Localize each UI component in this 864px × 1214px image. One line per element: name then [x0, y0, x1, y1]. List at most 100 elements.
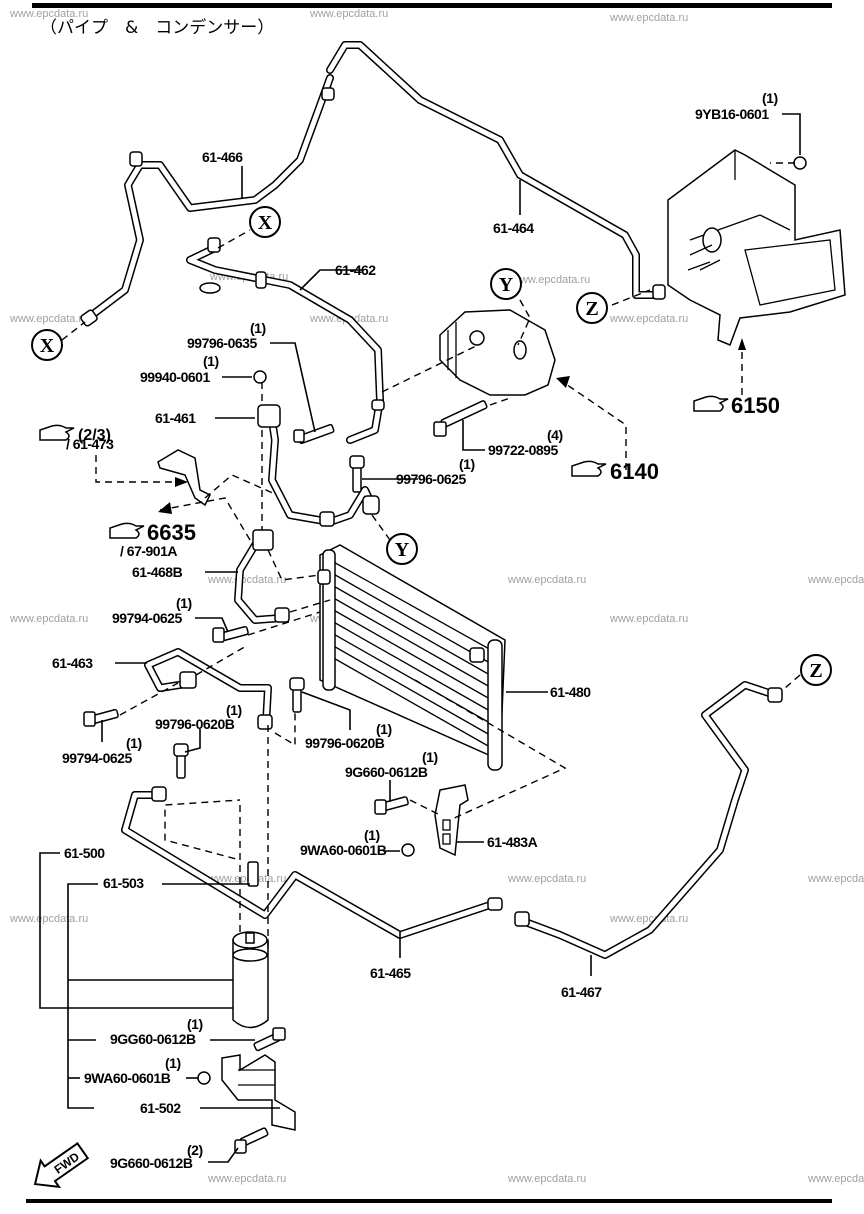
label-9wa60-0601b-a[interactable]: 9WA60-0601B — [300, 842, 387, 858]
bolt-99722-0895[interactable] — [433, 400, 488, 437]
label-61-464[interactable]: 61-464 — [493, 220, 535, 236]
connector-y-top: Y — [490, 268, 522, 300]
watermark: www.epcdata.ru — [9, 313, 88, 325]
bracket-61-483a[interactable] — [434, 784, 469, 857]
nut-9wa60-0601b-a[interactable] — [401, 843, 415, 857]
pointing-hand-icon — [109, 522, 145, 539]
pipe-61-464[interactable] — [326, 41, 666, 300]
label-61-502[interactable]: 61-502 — [140, 1100, 182, 1116]
label-9gg60-0612b[interactable]: 9GG60-0612B — [110, 1031, 196, 1047]
label-99796-0625[interactable]: 99796-0625 — [396, 471, 467, 487]
label-61-480[interactable]: 61-480 — [550, 684, 592, 700]
label-9g660-0612b-b[interactable]: 9G660-0612B — [110, 1155, 193, 1171]
pipe-61-468b[interactable] — [234, 529, 290, 624]
bracket-61-502[interactable] — [221, 1054, 296, 1131]
watermark: www.epcdata.ru — [207, 873, 286, 885]
watermark: www.epcdata.ru — [207, 574, 286, 586]
qty-9gg60-0612b: (1) — [187, 1016, 203, 1032]
part-labels: 61-466 61-464 61-462 (1) 9YB16-0601 (1) … — [52, 90, 778, 1171]
label-61-468b[interactable]: 61-468B — [132, 564, 183, 580]
compressor[interactable] — [439, 309, 556, 396]
bolt-99796-0635[interactable] — [293, 423, 335, 445]
nut-9yb16[interactable] — [793, 156, 807, 170]
watermark: www.epcdata.ru — [9, 613, 88, 625]
watermark: www.epcdata.ru — [507, 574, 586, 586]
pipe-61-466[interactable] — [80, 74, 335, 327]
svg-text:/ 67-901A: / 67-901A — [120, 543, 177, 559]
label-61-500[interactable]: 61-500 — [64, 845, 106, 861]
bottom-border — [26, 1199, 832, 1203]
watermark: www.epcdata.ru — [207, 1173, 286, 1185]
qty-99794-0625-b: (1) — [126, 735, 142, 751]
label-99796-0635[interactable]: 99796-0635 — [187, 335, 258, 351]
reference-2-3[interactable]: (2/3) / 61-473 — [39, 424, 115, 452]
label-9g660-0612b-a[interactable]: 9G660-0612B — [345, 764, 428, 780]
watermark: www.epcdata.ru — [609, 313, 688, 325]
reference-6140[interactable]: 6140 — [571, 459, 659, 484]
watermark: www.epcdata.ru — [609, 12, 688, 24]
watermark: www.epcdata.ru — [807, 574, 864, 586]
watermark: www.epcdata.ru — [9, 913, 88, 925]
label-61-503[interactable]: 61-503 — [103, 875, 145, 891]
pointing-hand-icon — [693, 395, 729, 412]
watermark: www.epcdata.ru — [507, 1173, 586, 1185]
pointing-hand-icon — [39, 424, 75, 441]
nut-99940-0601[interactable] — [253, 370, 267, 384]
bolt-99796-0620b-b[interactable] — [289, 677, 305, 713]
watermark: www.epcdata.ru — [309, 8, 388, 20]
bracket-61-473[interactable] — [157, 449, 212, 507]
label-99796-0620b-a[interactable]: 99796-0620B — [155, 716, 235, 732]
label-61-463[interactable]: 61-463 — [52, 655, 94, 671]
label-99940-0601[interactable]: 99940-0601 — [140, 369, 211, 385]
pipe-61-467[interactable] — [514, 681, 783, 959]
qty-99796-0620b-b: (1) — [376, 721, 392, 737]
evaporator-unit[interactable] — [667, 149, 846, 346]
connector-z-right: Z — [800, 654, 832, 686]
label-61-467[interactable]: 61-467 — [561, 984, 603, 1000]
fwd-arrow-icon: FWD — [33, 1142, 90, 1189]
label-61-461[interactable]: 61-461 — [155, 410, 197, 426]
pipe-61-461[interactable] — [257, 404, 380, 527]
bolt-9gg60-0612b[interactable] — [253, 1027, 286, 1052]
label-99796-0620b-b[interactable]: 99796-0620B — [305, 735, 385, 751]
switch-61-503[interactable] — [247, 861, 259, 887]
svg-text:X: X — [258, 212, 273, 234]
qty-9g660-0612b-b: (2) — [187, 1142, 203, 1158]
bolt-99794-0625-b[interactable] — [83, 708, 119, 727]
bolt-99796-0625[interactable] — [349, 455, 365, 493]
qty-99940-0601: (1) — [203, 353, 219, 369]
label-9yb16-0601[interactable]: 9YB16-0601 — [695, 106, 770, 122]
label-99722-0895[interactable]: 99722-0895 — [488, 442, 559, 458]
nut-9wa60-0601b-b[interactable] — [197, 1071, 211, 1085]
watermark: www.epcdata.ru — [511, 274, 590, 286]
qty-9g660-0612b-a: (1) — [422, 749, 438, 765]
bolt-99794-0625-a[interactable] — [212, 625, 249, 643]
qty-99796-0635: (1) — [250, 320, 266, 336]
label-99794-0625-a[interactable]: 99794-0625 — [112, 610, 183, 626]
top-border — [32, 3, 832, 8]
pipe-61-463[interactable] — [144, 648, 273, 730]
bolt-99796-0620b-a[interactable] — [173, 743, 189, 779]
label-61-465[interactable]: 61-465 — [370, 965, 412, 981]
label-61-483a[interactable]: 61-483A — [487, 834, 538, 850]
bolt-9g660-0612b-a[interactable] — [374, 796, 409, 815]
connector-x-top: X — [249, 206, 281, 238]
label-9wa60-0601b-b[interactable]: 9WA60-0601B — [84, 1070, 171, 1086]
reference-6635[interactable]: 6635 / 67-901A — [109, 520, 196, 559]
pipe-61-462[interactable] — [186, 237, 385, 444]
bolt-9g660-0612b-b[interactable] — [234, 1127, 269, 1154]
label-61-462[interactable]: 61-462 — [335, 262, 377, 278]
reference-6150[interactable]: 6150 — [693, 393, 780, 418]
svg-text:Z: Z — [585, 298, 598, 320]
qty-9wa60-0601b-b: (1) — [165, 1055, 181, 1071]
qty-9yb16-0601: (1) — [762, 90, 778, 106]
receiver-drier[interactable] — [232, 931, 269, 1029]
qty-99722-0895: (4) — [547, 427, 563, 443]
label-61-466[interactable]: 61-466 — [202, 149, 244, 165]
watermark: www.epcdata.ru — [609, 913, 688, 925]
label-99794-0625-b[interactable]: 99794-0625 — [62, 750, 133, 766]
svg-text:Y: Y — [499, 274, 514, 296]
pointing-hand-icon — [571, 460, 607, 477]
qty-99794-0625-a: (1) — [176, 595, 192, 611]
